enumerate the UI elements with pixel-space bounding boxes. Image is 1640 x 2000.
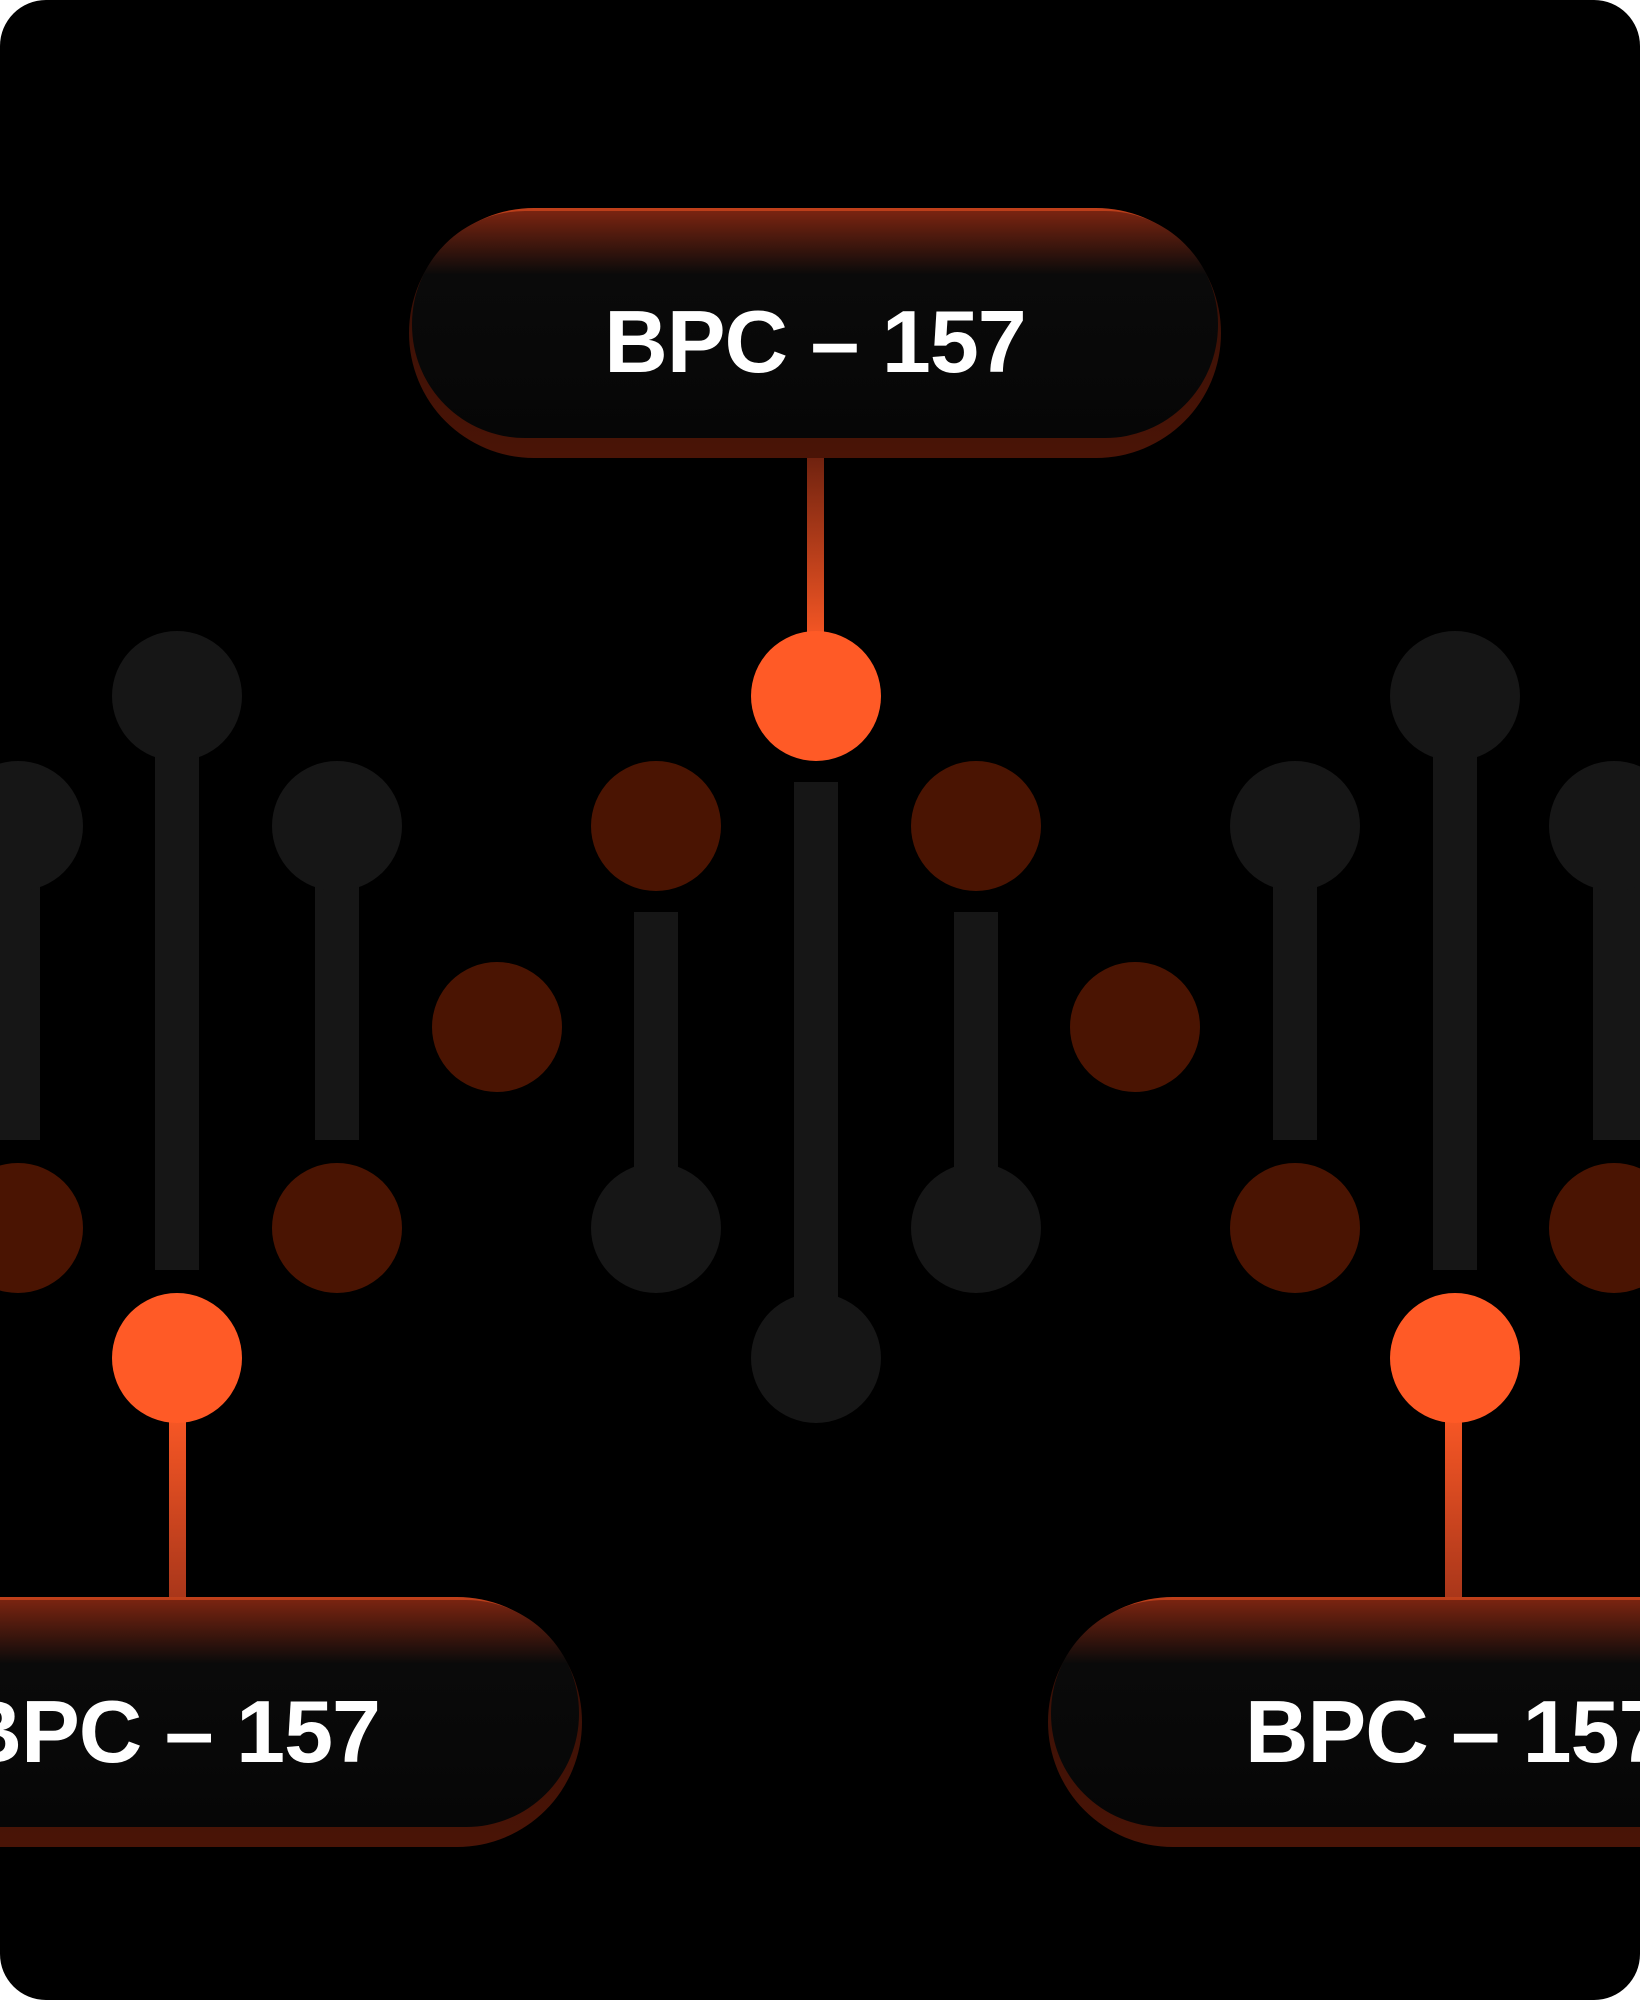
node-highlight bbox=[751, 631, 881, 761]
node-inactive bbox=[751, 1293, 881, 1423]
node-inactive bbox=[911, 1163, 1041, 1293]
node-inactive bbox=[112, 631, 242, 761]
node-dark bbox=[432, 962, 562, 1092]
label-top: BPC – 157 bbox=[604, 292, 1025, 391]
node-inactive bbox=[591, 1163, 721, 1293]
bar bbox=[794, 782, 838, 1352]
label-pill-top: BPC – 157 bbox=[409, 208, 1221, 458]
node-dark bbox=[591, 761, 721, 891]
node-inactive bbox=[0, 761, 83, 891]
node-inactive bbox=[272, 761, 402, 891]
node-inactive bbox=[1230, 761, 1360, 891]
label-bottom-left: BPC – 157 bbox=[0, 1682, 380, 1781]
bar bbox=[1433, 700, 1477, 1270]
connector-top bbox=[807, 450, 824, 650]
node-dark bbox=[272, 1163, 402, 1293]
label-bottom-right: BPC – 157 bbox=[1245, 1682, 1640, 1781]
connector-bottom-left bbox=[169, 1400, 186, 1600]
bar bbox=[155, 700, 199, 1270]
node-highlight bbox=[1390, 1293, 1520, 1423]
node-dark bbox=[1230, 1163, 1360, 1293]
node-inactive bbox=[1390, 631, 1520, 761]
node-highlight bbox=[112, 1293, 242, 1423]
label-pill-bottom-left: BPC – 157 bbox=[0, 1597, 582, 1847]
connector-bottom-right bbox=[1445, 1400, 1462, 1600]
node-dark bbox=[0, 1163, 83, 1293]
node-dark bbox=[1070, 962, 1200, 1092]
node-dark bbox=[911, 761, 1041, 891]
label-pill-bottom-right: BPC – 157 bbox=[1048, 1597, 1640, 1847]
node-inactive bbox=[1549, 761, 1640, 891]
node-dark bbox=[1549, 1163, 1640, 1293]
